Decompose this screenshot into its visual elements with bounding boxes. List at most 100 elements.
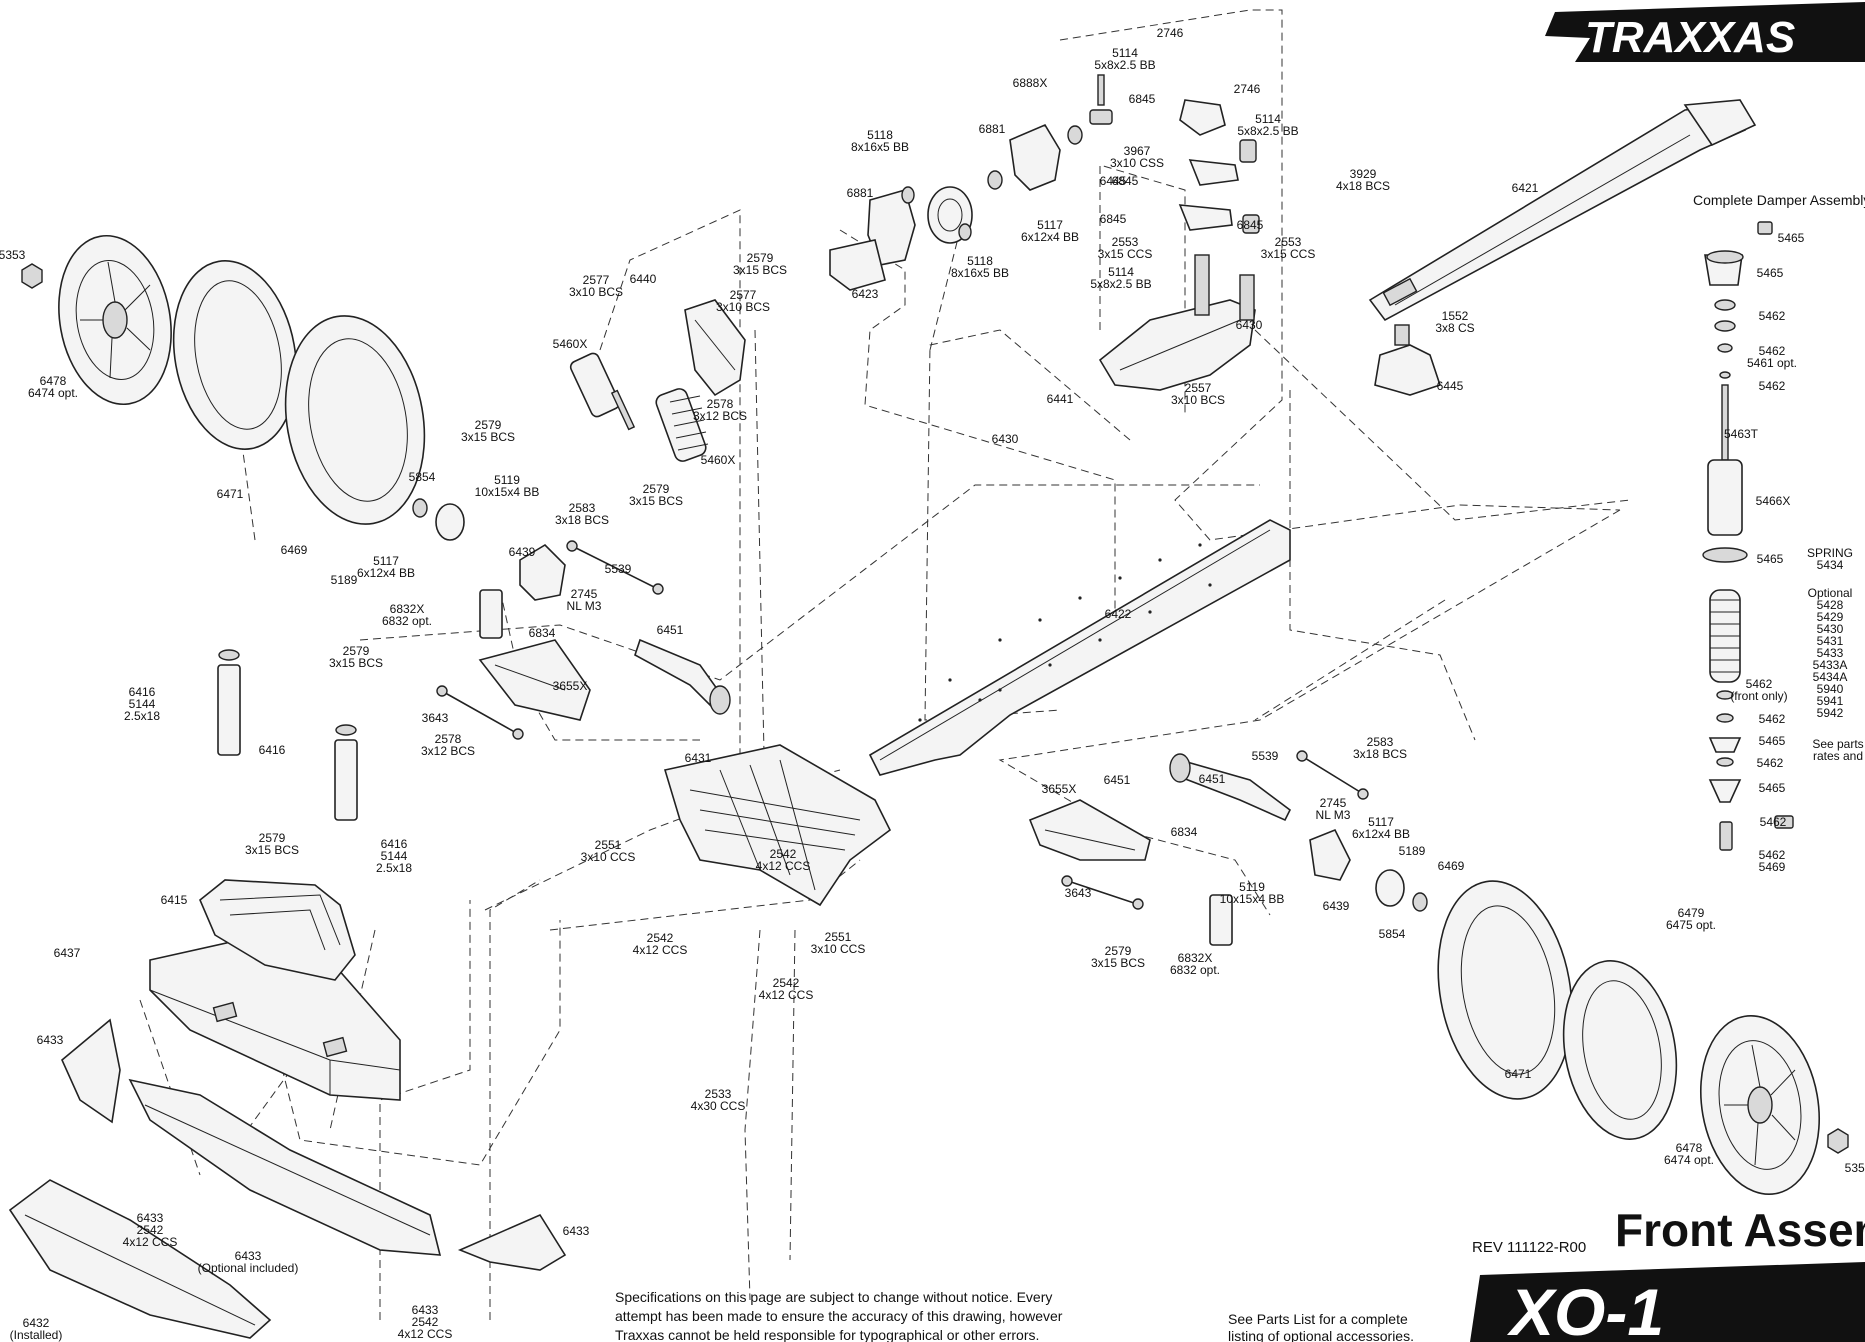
revision-label: REV 111122-R00: [1472, 1239, 1586, 1256]
part-label-line: 3x10 BCS: [569, 285, 623, 299]
part-label: 6440: [630, 272, 657, 286]
part-label-line: 6437: [54, 946, 81, 960]
part-label-line: 5x8x2.5 BB: [1237, 124, 1298, 138]
part-label: 5465: [1759, 781, 1786, 795]
part-label-line: 6832 opt.: [1170, 963, 1220, 977]
part-label-line: 6445: [1100, 174, 1127, 188]
part-label-line: 4x12 CCS: [756, 859, 811, 873]
left-wheel: [58, 234, 172, 406]
part-label: 5465: [1757, 552, 1784, 566]
part-label-line: 6439: [509, 545, 536, 559]
bumper-mount: [199, 879, 356, 981]
part-label-line: 2.5x18: [124, 709, 160, 723]
part-label: 6433: [563, 1224, 590, 1238]
part-label: 6469: [281, 543, 308, 557]
part-label: 6845: [1112, 174, 1139, 188]
traxxas-logo: TRAXXAS: [1545, 2, 1865, 62]
part-label-line: 6430: [1236, 318, 1263, 332]
part-label-line: 5462: [1757, 756, 1784, 770]
traxxas-logo-text: TRAXXAS: [1585, 13, 1795, 62]
part-label-line: 6415: [161, 893, 188, 907]
part-label-line: 5462: [1759, 712, 1786, 726]
part-label-line: 5144: [381, 849, 408, 863]
part-label-line: 3x10 CSS: [1110, 156, 1164, 170]
part-label-line: 6478: [1676, 1141, 1703, 1155]
part-label-line: (front only): [1730, 689, 1787, 703]
part-label-line: 2551: [825, 930, 852, 944]
part-label-line: 4x30 CCS: [691, 1099, 746, 1113]
part-label: 5460X: [701, 453, 736, 467]
part-label: 6445: [1437, 379, 1464, 393]
part-label-line: 5539: [605, 562, 632, 576]
part-label-line: 6475 opt.: [1666, 918, 1716, 932]
body-post-left: [217, 649, 241, 756]
part-label-line: 3x10 CCS: [811, 942, 866, 956]
part-label: 6451: [1104, 773, 1131, 787]
part-label-line: 6433: [235, 1249, 262, 1263]
right-tire-insert: [1562, 960, 1678, 1140]
front-bulkhead: [1374, 324, 1442, 396]
part-label-line: 3x15 CCS: [1261, 247, 1316, 261]
part-label: 5462: [1759, 712, 1786, 726]
part-label-line: 3x12 BCS: [693, 409, 747, 423]
part-label-line: 3x15 BCS: [461, 430, 515, 444]
right-tire: [1437, 880, 1573, 1100]
part-label: 6451: [657, 623, 684, 637]
dive-plane-right: [457, 1213, 567, 1271]
differential-assembly: [829, 123, 1083, 291]
part-label-line: 1552: [1442, 309, 1469, 323]
part-label: 5465: [1778, 231, 1805, 245]
part-label-line: 3x8 CS: [1435, 321, 1474, 335]
skid-plate: [663, 744, 892, 907]
part-label-line: 6881: [979, 122, 1006, 136]
part-label-line: 8x16x5 BB: [951, 266, 1009, 280]
part-label-line: 6423: [852, 287, 879, 301]
part-label-line: rates and: [1813, 749, 1863, 763]
part-label-line: 5462: [1759, 309, 1786, 323]
part-label-line: 5433A: [1813, 658, 1848, 672]
part-label-line: 5942: [1817, 706, 1844, 720]
part-label-line: 2578: [707, 397, 734, 411]
part-label-line: 3x18 BCS: [1353, 747, 1407, 761]
part-label: 6433(Optional included): [198, 1249, 299, 1275]
part-label-line: 2579: [259, 831, 286, 845]
part-label: 6421: [1512, 181, 1539, 195]
part-label: 6439: [1323, 899, 1350, 913]
part-label-line: 10x15x4 BB: [475, 485, 540, 499]
left-shock-body: [569, 352, 636, 431]
left-tire-insert: [172, 260, 298, 450]
part-label-line: 2542: [137, 1223, 164, 1237]
part-label-line: 6432: [23, 1316, 50, 1330]
part-label-line: 6451: [657, 623, 684, 637]
part-label: 5539: [1252, 749, 1279, 763]
part-label-line: 6832X: [1178, 951, 1213, 965]
left-axle-hub: [412, 498, 465, 541]
part-label-line: 2542: [770, 847, 797, 861]
part-label: 6433: [37, 1033, 64, 1047]
notice-line-2: attempt has been made to ensure the accu…: [615, 1308, 1063, 1324]
part-label: 6469: [1438, 859, 1465, 873]
part-label-line: 5941: [1817, 694, 1844, 708]
part-label-line: 5539: [1252, 749, 1279, 763]
part-label-line: 2533: [705, 1087, 732, 1101]
part-label-line: 8x16x5 BB: [851, 140, 909, 154]
part-label: 6437: [54, 946, 81, 960]
front-splitter: [128, 1078, 442, 1256]
part-label-line: 6845: [1112, 174, 1139, 188]
part-label-line: 4x12 CCS: [759, 988, 814, 1002]
hub-nut-left: [21, 263, 43, 289]
part-label: 6439: [509, 545, 536, 559]
